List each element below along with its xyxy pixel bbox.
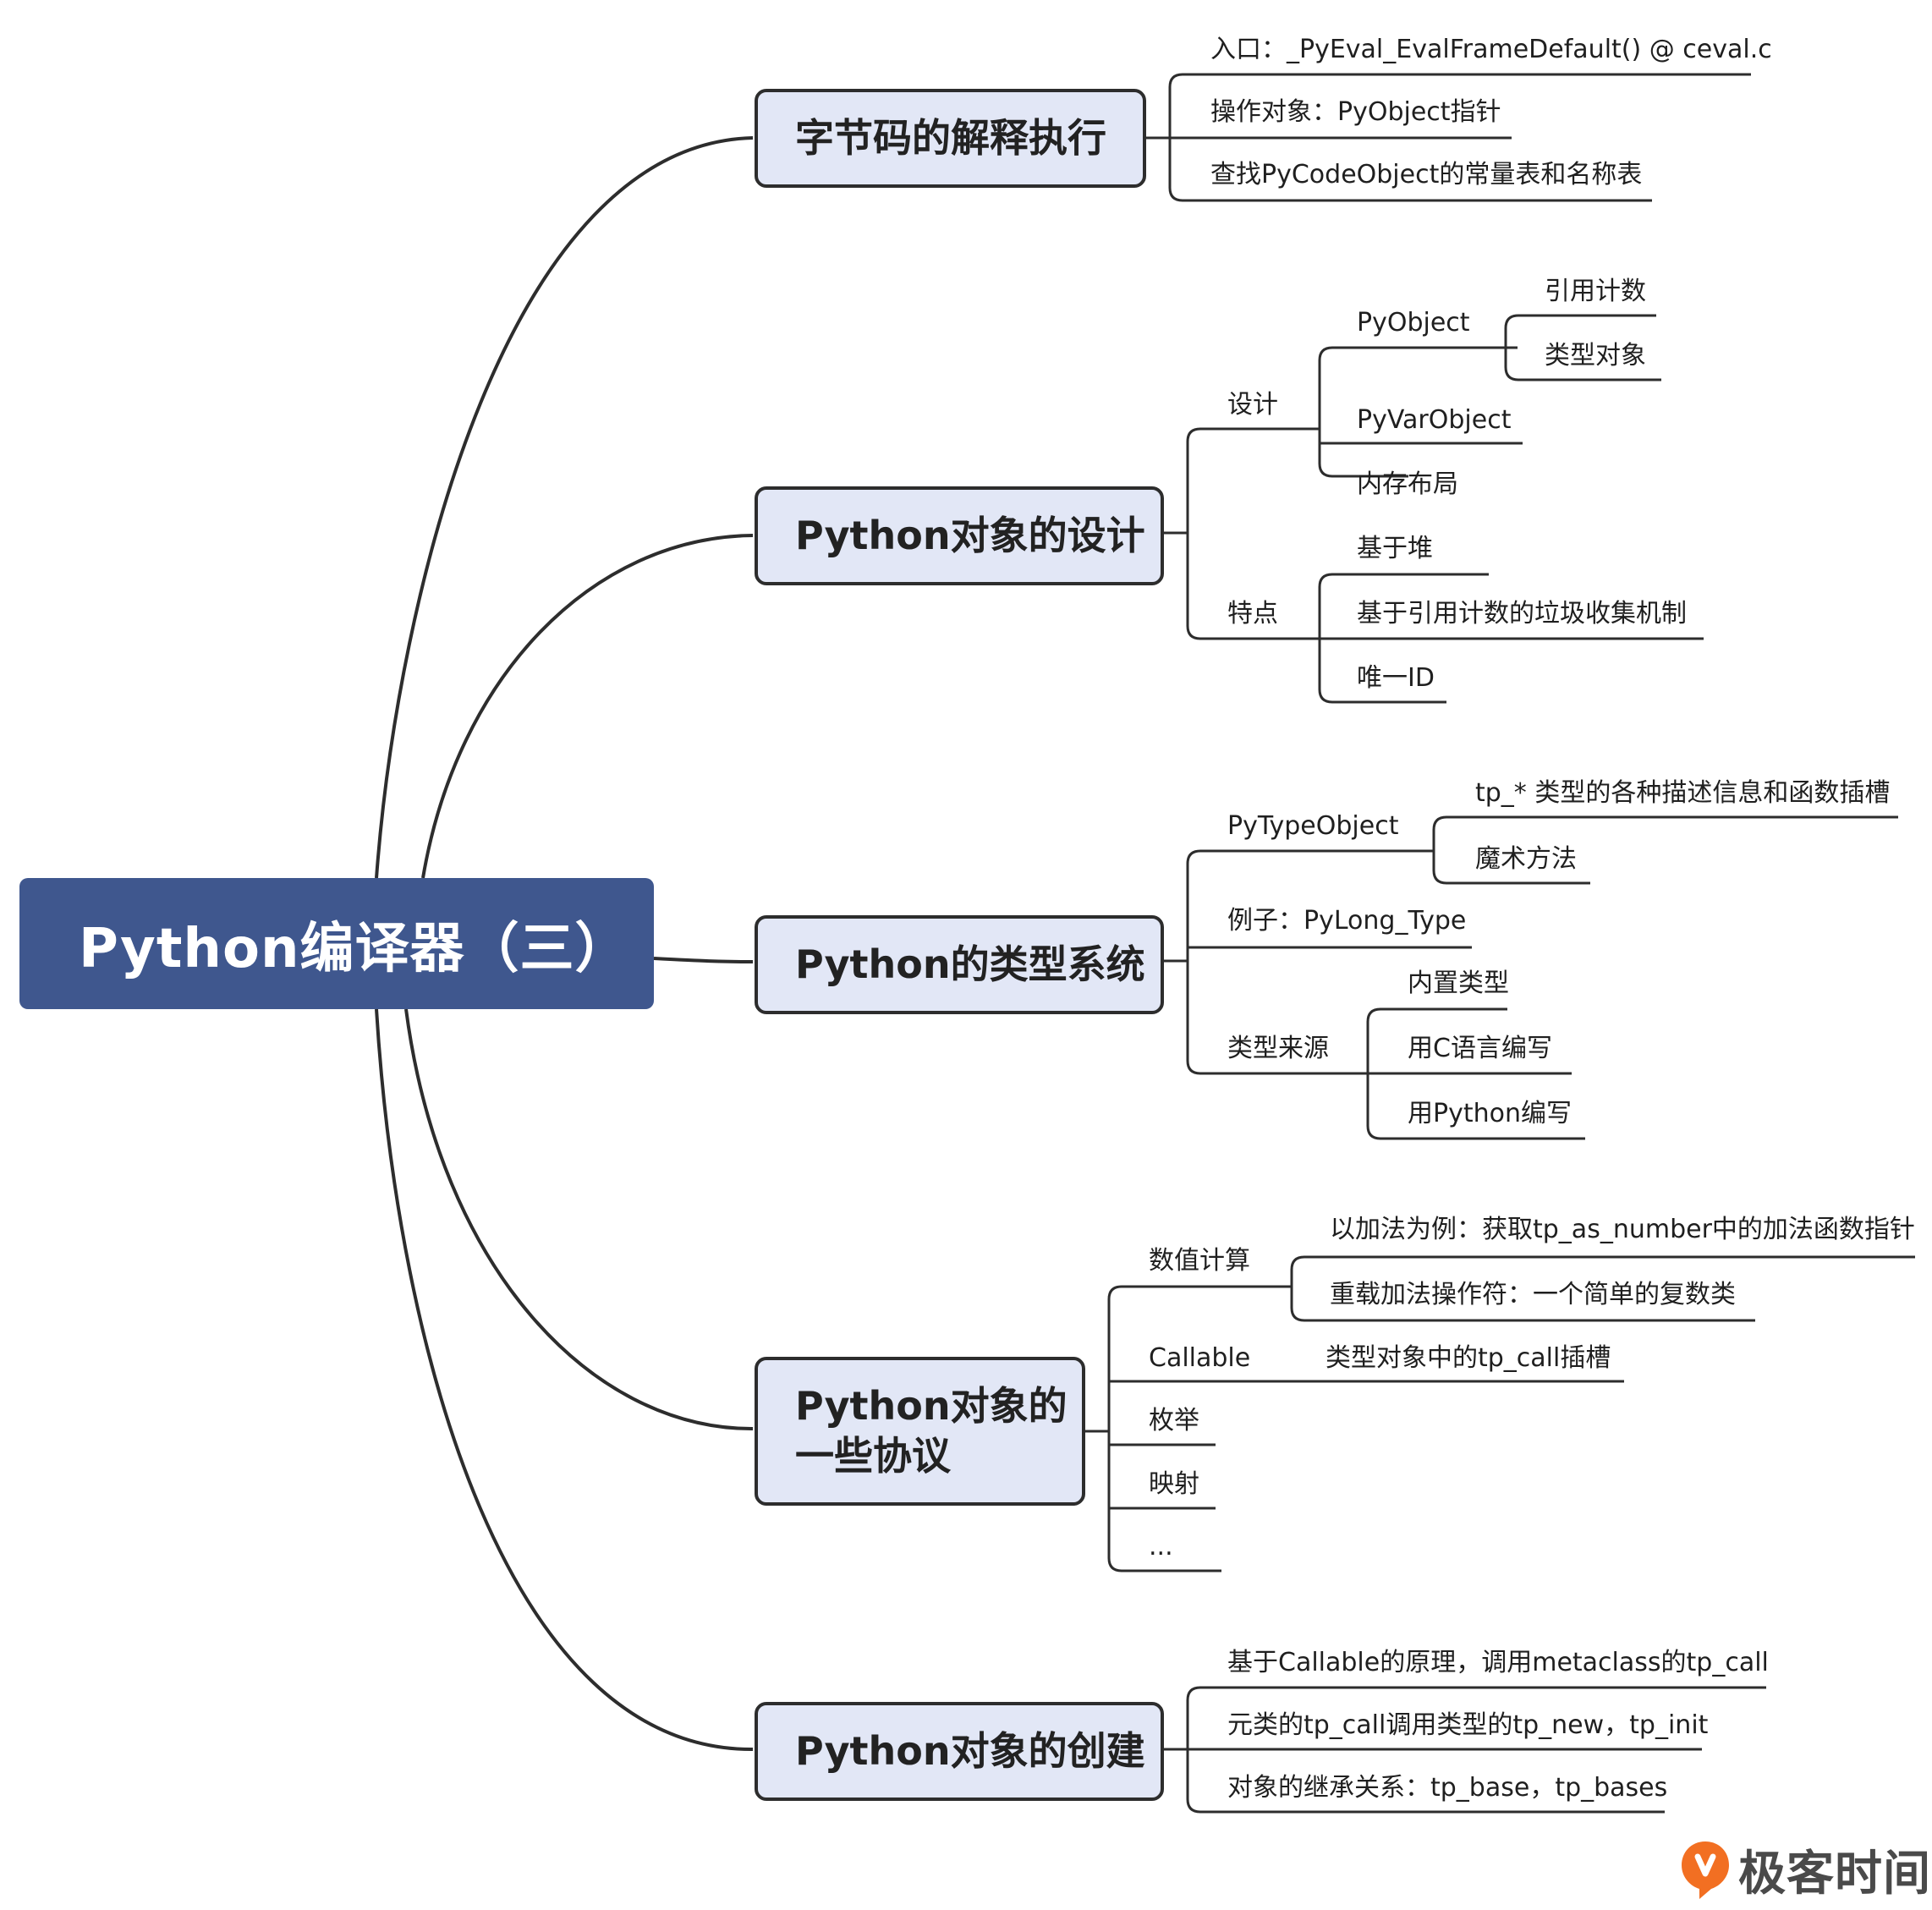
gc-refcount[interactable]: 基于引用计数的垃圾收集机制 <box>1357 599 1687 628</box>
more-label[interactable]: ... <box>1149 1532 1173 1561</box>
branch-bytecode-title: 字节码的解释执行 <box>795 115 1106 162</box>
branch-design[interactable]: Python对象的设计 <box>755 486 1164 585</box>
branch-protocols-title-line2: 一些协议 <box>795 1433 951 1479</box>
features-label[interactable]: 特点 <box>1227 599 1278 628</box>
branch-types-title: Python的类型系统 <box>795 941 1145 988</box>
branch-protocols[interactable]: Python对象的 一些协议 <box>755 1357 1085 1506</box>
root-title: Python编译器（三） <box>79 917 630 980</box>
creation-metaclass[interactable]: 元类的tp_call调用类型的tp_new，tp_init <box>1227 1710 1709 1740</box>
geektime-logo: 极客时间 <box>1679 1836 1931 1904</box>
pyobject[interactable]: PyObject <box>1357 308 1470 338</box>
design-label[interactable]: 设计 <box>1227 390 1278 420</box>
callable-label[interactable]: Callable <box>1149 1343 1251 1373</box>
pytypeobject[interactable]: PyTypeObject <box>1227 811 1399 841</box>
overload-add[interactable]: 重载加法操作符：一个简单的复数类 <box>1330 1280 1736 1309</box>
refcount[interactable]: 引用计数 <box>1545 277 1646 306</box>
branch-creation-title: Python对象的创建 <box>795 1728 1145 1775</box>
bytecode-lookup[interactable]: 查找PyCodeObject的常量表和名称表 <box>1210 160 1643 189</box>
pyvarobject[interactable]: PyVarObject <box>1357 405 1512 435</box>
branch-creation[interactable]: Python对象的创建 <box>755 1702 1164 1801</box>
add-example[interactable]: 以加法为例：获取tp_as_number中的加法函数指针 <box>1330 1215 1915 1244</box>
tp-descriptors[interactable]: tp_* 类型的各种描述信息和函数插槽 <box>1475 778 1891 808</box>
python-written[interactable]: 用Python编写 <box>1408 1099 1572 1128</box>
type-example[interactable]: 例子：PyLong_Type <box>1227 906 1467 936</box>
branch-protocols-title-line1: Python对象的 <box>795 1383 1068 1430</box>
root-node[interactable]: Python编译器（三） <box>19 878 654 1009</box>
magic-methods[interactable]: 魔术方法 <box>1475 844 1577 874</box>
type-source-label[interactable]: 类型来源 <box>1227 1034 1329 1063</box>
logo-text: 极客时间 <box>1738 1847 1931 1902</box>
bytecode-entry[interactable]: 入口：_PyEval_EvalFrameDefault() @ ceval.c <box>1210 35 1772 64</box>
branch-design-title: Python对象的设计 <box>795 513 1145 559</box>
builtin-types[interactable]: 内置类型 <box>1408 969 1509 998</box>
branch-types[interactable]: Python的类型系统 <box>755 915 1164 1014</box>
enum-label[interactable]: 枚举 <box>1149 1406 1199 1435</box>
memory-layout[interactable]: 内存布局 <box>1357 469 1458 499</box>
heap-based[interactable]: 基于堆 <box>1357 534 1433 563</box>
unique-id[interactable]: 唯一ID <box>1357 663 1435 693</box>
tp-call-slot[interactable]: 类型对象中的tp_call插槽 <box>1326 1343 1611 1373</box>
mapping-label[interactable]: 映射 <box>1149 1469 1199 1499</box>
creation-callable[interactable]: 基于Callable的原理，调用metaclass的tp_call <box>1227 1648 1769 1677</box>
geektime-logo-icon <box>1682 1841 1729 1899</box>
branch-bytecode[interactable]: 字节码的解释执行 <box>755 89 1146 188</box>
c-written[interactable]: 用C语言编写 <box>1408 1034 1552 1063</box>
creation-inheritance[interactable]: 对象的继承关系：tp_base，tp_bases <box>1227 1773 1668 1803</box>
bytecode-operand[interactable]: 操作对象：PyObject指针 <box>1210 97 1501 127</box>
numeric-label[interactable]: 数值计算 <box>1149 1246 1250 1276</box>
type-object[interactable]: 类型对象 <box>1545 341 1646 370</box>
